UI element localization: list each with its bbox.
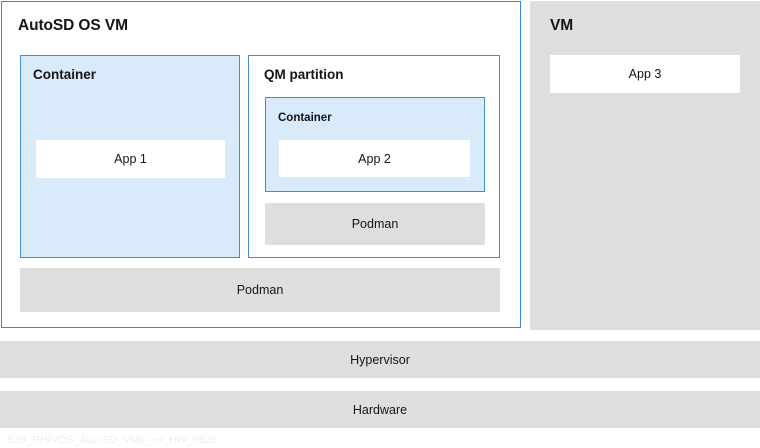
hardware-layer-bar: Hardware [0,391,760,428]
hypervisor-layer-bar: Hypervisor [0,341,760,378]
watermark-label: 539_RHIVOS_AutoSD_VMs_on_HW_0525 [8,434,217,446]
podman-bar-autosd: Podman [20,268,500,312]
container-qm-title: Container [278,112,332,124]
container-left-title: Container [33,67,97,82]
vm-right-title: VM [550,17,574,34]
qm-partition-title: QM partition [264,67,344,82]
app-1-chip: App 1 [36,140,225,178]
app-3-chip: App 3 [550,55,740,93]
autosd-os-vm-title: AutoSD OS VM [18,17,128,34]
vm-box-right [530,1,760,330]
app-2-chip: App 2 [279,140,470,177]
podman-bar-qm: Podman [265,203,485,245]
